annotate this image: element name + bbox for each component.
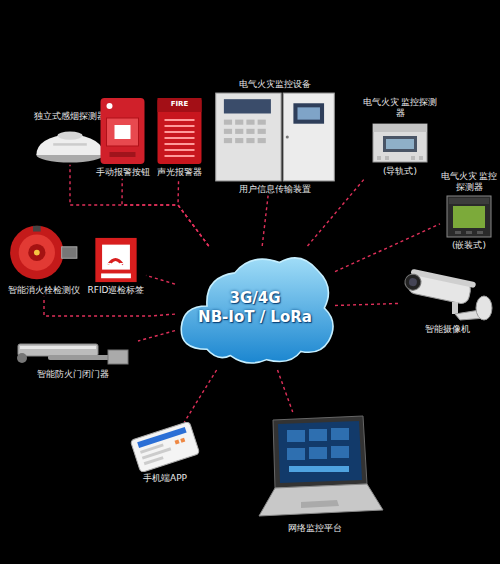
rfid-symbol xyxy=(86,236,146,284)
phone-symbol xyxy=(120,422,210,472)
callpoint-symbol xyxy=(95,96,150,166)
device-caption: 电气火灾监控设备 xyxy=(212,79,338,90)
dashed-link xyxy=(335,224,440,272)
dashed-link xyxy=(178,179,209,246)
dashed-link xyxy=(308,177,366,246)
device-illustration xyxy=(212,91,338,183)
device-illustration xyxy=(95,96,150,166)
device-illustration xyxy=(8,338,138,368)
device-node: 电气火灾监控设备用户信息传输装置 xyxy=(212,78,338,196)
dashed-link xyxy=(44,297,175,316)
dashed-link xyxy=(262,196,268,246)
network-label: NB-IoT / LoRa xyxy=(198,308,312,328)
dashed-link xyxy=(70,165,209,246)
dashed-link xyxy=(122,179,209,246)
device-illustration: FIRE xyxy=(152,96,207,166)
device-caption: 电气火灾 监控探测器 xyxy=(362,97,438,119)
device-illustration: RFID xyxy=(86,236,146,284)
device-caption: 电气火灾 监控探测器 xyxy=(440,171,498,193)
dashed-link xyxy=(278,370,293,412)
device-node: 智能摄像机 xyxy=(400,268,495,336)
device-caption: RFID巡检标签 xyxy=(86,285,146,296)
device-caption: 用户信息传输装置 xyxy=(212,184,338,195)
laptop-symbol xyxy=(245,412,385,522)
device-marking: RFID xyxy=(86,262,146,270)
device-node: 电气火灾 监控探测器 (导轨式) xyxy=(362,96,438,177)
camera-symbol xyxy=(400,268,495,323)
device-illustration xyxy=(440,194,498,239)
dashed-link xyxy=(184,370,216,422)
device-caption: (导轨式) xyxy=(362,166,438,177)
device-node: 手动报警按钮 xyxy=(95,96,150,179)
panel-symbol xyxy=(212,91,338,183)
device-illustration xyxy=(120,422,210,472)
dashed-link xyxy=(146,275,175,284)
dashed-link xyxy=(138,331,175,341)
device-caption: 智能消火栓检测仪 xyxy=(5,285,83,296)
device-caption: 手机端APP xyxy=(120,473,210,484)
device-illustration xyxy=(5,222,83,284)
device-caption: 手动报警按钮 xyxy=(95,167,150,178)
device-caption: 智能摄像机 xyxy=(400,324,495,335)
device-caption: 智能防火门闭门器 xyxy=(8,369,138,380)
device-caption: 声光报警器 xyxy=(152,167,207,178)
device-marking: FIRE xyxy=(152,100,207,108)
closer-symbol xyxy=(8,338,138,368)
device-node: 智能防火门闭门器 xyxy=(8,338,138,381)
device-node: 智能消火栓检测仪 xyxy=(5,222,83,297)
device-node: RFID RFID巡检标签 xyxy=(86,236,146,297)
din-symbol xyxy=(362,120,438,165)
device-caption: 网络监控平台 xyxy=(245,523,385,534)
hydrant-symbol xyxy=(5,222,83,284)
device-node: 电气火灾 监控探测器 (嵌装式) xyxy=(440,170,498,251)
device-illustration xyxy=(245,412,385,522)
device-node: 手机端APP xyxy=(120,422,210,485)
dashed-link xyxy=(335,303,400,305)
device-caption: (嵌装式) xyxy=(440,240,498,251)
device-node: FIRE 声光报警器 xyxy=(152,96,207,179)
network-label: 3G/4G xyxy=(230,289,281,309)
device-node: 网络监控平台 xyxy=(245,412,385,535)
device-illustration xyxy=(400,268,495,323)
embedded-symbol xyxy=(440,194,498,239)
network-cloud: 3G/4GNB-IoT / LoRa xyxy=(175,246,335,370)
device-illustration xyxy=(362,120,438,165)
